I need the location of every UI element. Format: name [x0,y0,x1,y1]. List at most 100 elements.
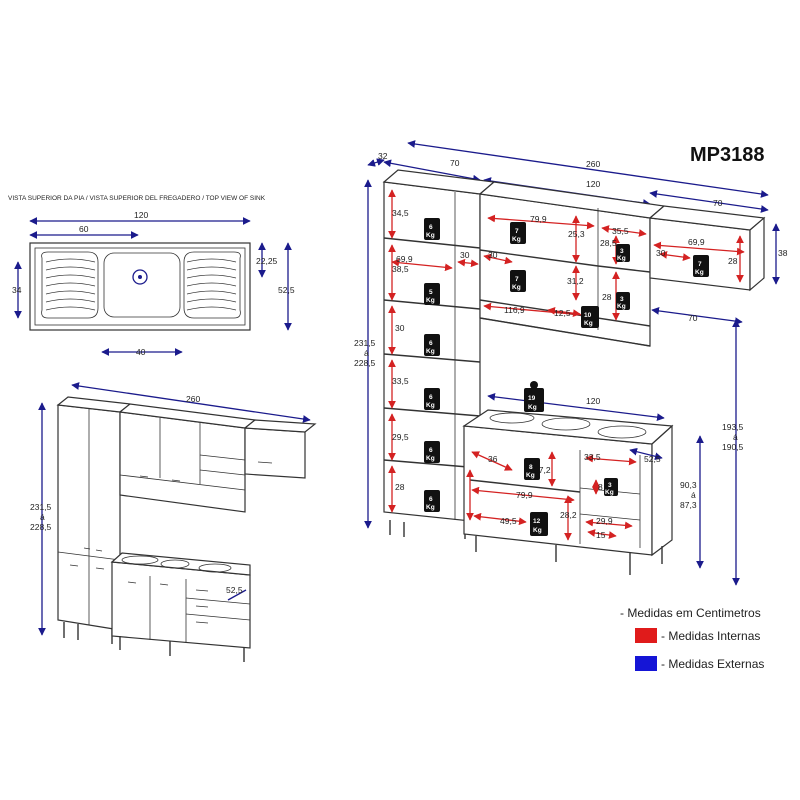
dim-counter-height-sep: á [691,490,696,500]
overview-height-a: 231,5 [30,502,52,512]
sink-top-view: VISTA SUPERIOR DA PIA / VISTA SUPERIOR D… [8,195,295,357]
sink-basin [103,252,181,318]
legend-internal-swatch [635,628,657,643]
dim-counter-width-line [487,393,665,421]
dim-counter-width: 120 [586,396,600,406]
tower-weight-5: 6 Kg [424,441,440,463]
counter-top-weight: 19 Kg [524,381,544,412]
svg-text:Kg: Kg [695,269,704,276]
svg-text:Kg: Kg [426,455,435,462]
svg-text:Kg: Kg [617,303,626,310]
sink-basin-width-label: 40 [136,347,146,357]
dim-lower-right-width-line [651,307,743,325]
tower-dim-w2: 30 [460,250,470,260]
tower-weight-3: 6 Kg [424,334,440,356]
svg-text:Kg: Kg [533,527,542,534]
mid-dim-8: 12,5 [554,308,571,318]
mid-weight-4: 3 Kg [616,292,630,310]
dim-mid-width: 120 [586,179,600,189]
mid-dim-3: 35,5 [612,226,629,236]
svg-text:5: 5 [429,289,433,296]
dim-depth-top: 32 [378,151,388,161]
counter-dim-9: 15 [596,530,606,540]
dim-right-width: 70 [713,198,723,208]
tower-weight-4: 6 Kg [424,388,440,410]
counter-dim-4: 8 [598,482,603,492]
mid-dim-4: 28,5 [600,238,617,248]
overview-lower-cabinet [111,561,251,649]
right-dim-1: 69,9 [688,237,705,247]
tower-weight-2: 5 Kg [424,283,440,305]
svg-text:Kg: Kg [528,404,537,411]
dim-total-height-b: 228,5 [354,358,376,368]
dim-wall-height-b: 190,5 [722,442,744,452]
mid-dim-5: 31,2 [567,276,584,286]
sink-outline [29,242,251,331]
sink-view-title: VISTA SUPERIOR DA PIA / VISTA SUPERIOR D… [8,195,266,202]
mid-dim-6: 28 [602,292,612,302]
svg-text:6: 6 [429,340,433,347]
dim-right-width-line [649,190,769,213]
legend-internal-label: - Medidas Internas [661,629,760,643]
svg-text:Kg: Kg [426,297,435,304]
mid-weight-1: 7 Kg [510,222,526,244]
svg-text:6: 6 [429,224,433,231]
counter-dim-6: 28,2 [560,510,577,520]
sink-basin-depth-label: 34 [12,285,22,295]
tower-weight-1: 6 Kg [424,218,440,240]
counter-weight-3: 12 Kg [530,512,548,536]
mid-weight-3: 3 Kg [616,244,630,262]
counter-weight-2: 3 Kg [604,478,618,496]
left-drainboard [41,251,99,319]
right-dim-3: 28 [728,256,738,266]
svg-text:Kg: Kg [426,504,435,511]
dim-total-width: 260 [586,159,600,169]
legend-external-swatch [635,656,657,671]
counter-weight-1: 8 Kg [524,458,540,480]
right-dim-2: 30 [656,248,666,258]
counter-drainboard-right [597,425,647,439]
dim-total-height-sep: á [364,348,369,358]
sink-width-label: 120 [134,210,148,220]
svg-text:3: 3 [608,482,612,489]
tower-weight-6: 6 Kg [424,490,440,512]
dim-counter-height-b: 87,3 [680,500,697,510]
overview-width-label: 260 [186,394,200,404]
mid-dim-9: 30 [488,250,498,260]
main-view: 32 70 260 120 70 231,5 á 228,5 34,5 38,5… [354,140,788,586]
legend: - Medidas em Centimetros - Medidas Inter… [620,606,764,671]
svg-text:8: 8 [529,464,533,471]
tower-dim-3: 30 [395,323,405,333]
svg-text:7: 7 [515,228,519,235]
overview-view: 260 231,5 á 228,5 [30,382,317,662]
svg-text:Kg: Kg [584,320,593,327]
overview-height-sep: á [40,512,45,522]
legend-external-label: - Medidas Externas [661,657,764,671]
counter-dim-8: 29,9 [596,516,613,526]
dim-counter-depth-line [629,447,663,461]
dim-depth-top-line [367,158,385,167]
svg-text:Kg: Kg [426,232,435,239]
counter-drainboard-left [489,412,535,424]
mid-upper-cabinet [479,193,651,347]
svg-text:12: 12 [533,518,541,525]
svg-text:3: 3 [620,248,624,255]
overview-upper-cabinet [119,411,246,513]
dim-total-width-line [407,140,769,198]
overview-depth-label: 52,5 [226,585,243,595]
counter-dim-2: 27,2 [534,465,551,475]
svg-text:Kg: Kg [512,284,521,291]
overview-right-cabinet [244,427,306,479]
svg-text:7: 7 [515,276,519,283]
model-code: MP3188 [690,144,765,166]
mid-weight-5: 10 Kg [581,306,599,328]
right-weight: 7 Kg [693,255,709,277]
dim-tower-width: 70 [450,158,460,168]
tower-dim-2: 38,5 [392,264,409,274]
svg-text:10: 10 [584,312,592,319]
right-drainboard [183,251,241,319]
counter-dim-1: 36 [488,454,498,464]
svg-text:Kg: Kg [526,472,535,479]
svg-text:6: 6 [429,394,433,401]
